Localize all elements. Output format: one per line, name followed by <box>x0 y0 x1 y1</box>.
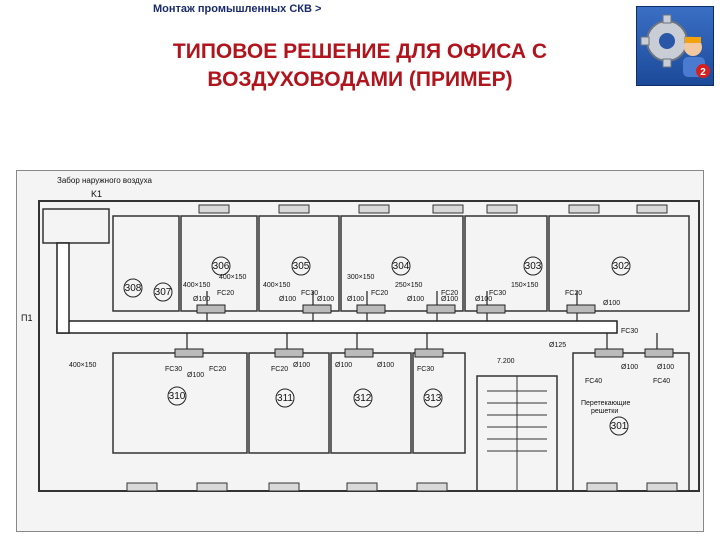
unit-u6: FC20 <box>565 290 582 297</box>
room-303 <box>464 215 548 312</box>
diameter-b1: Ø100 <box>187 372 204 379</box>
unit-u3: FC20 <box>371 290 388 297</box>
room-label-313: 313 <box>425 393 442 404</box>
unit-u8: FC20 <box>209 366 226 373</box>
unit-u5: FC30 <box>489 290 506 297</box>
duct-size-6: 150×150 <box>511 282 539 289</box>
duct-size-3: 400×150 <box>263 282 291 289</box>
duct-size-4: 300×150 <box>347 274 375 281</box>
room-label-307: 307 <box>155 287 172 298</box>
diameter-a8: Ø100 <box>603 300 620 307</box>
diameter-a5: Ø100 <box>407 296 424 303</box>
diameter-a3: Ø100 <box>317 296 334 303</box>
p1-label: П1 <box>21 313 32 323</box>
diameter-b4: Ø100 <box>377 362 394 369</box>
room-label-310: 310 <box>169 391 186 402</box>
unit-u10: FC30 <box>417 366 434 373</box>
diameter-b5: Ø100 <box>621 364 638 371</box>
diameter-a2: Ø100 <box>279 296 296 303</box>
room-label-308: 308 <box>125 283 142 294</box>
diameter-a1: Ø100 <box>193 296 210 303</box>
unit-u4: FC20 <box>441 290 458 297</box>
room-301 <box>572 352 690 492</box>
room-label-302: 302 <box>613 261 630 272</box>
floor-plan-drawing: Забор наружного воздуха K1 П1 306 305 30… <box>21 176 700 492</box>
unit-u12: FC40 <box>653 378 670 385</box>
outdoor-air-label: Забор наружного воздуха <box>57 176 153 185</box>
riser-duct <box>56 242 70 334</box>
unit-u1: FC20 <box>217 290 234 297</box>
diameter-a4: Ø100 <box>347 296 364 303</box>
title-line-2: ВОЗДУХОВОДАМИ (ПРИМЕР) <box>207 68 513 91</box>
overflow-grille-label-2: решетки <box>591 408 618 415</box>
room-304 <box>340 215 464 312</box>
room-302 <box>548 215 690 312</box>
duct-size-5: 250×150 <box>395 282 423 289</box>
intake-chamber <box>42 208 110 244</box>
logo: 2 <box>636 6 714 86</box>
diameter-b3: Ø100 <box>335 362 352 369</box>
unit-u9: FC20 <box>271 366 288 373</box>
badge-number: 2 <box>700 67 706 78</box>
k1-label: K1 <box>91 189 102 199</box>
duct-size-7: 400×150 <box>69 362 97 369</box>
diameter-c1: Ø125 <box>549 342 566 349</box>
diameter-b6: Ø100 <box>657 364 674 371</box>
room-305 <box>258 215 340 312</box>
room-label-305: 305 <box>293 261 310 272</box>
room-label-311: 311 <box>277 393 293 404</box>
diameter-a6: Ø100 <box>441 296 458 303</box>
diameter-b2: Ø100 <box>293 362 310 369</box>
floor-plan: Забор наружного воздуха K1 П1 306 305 30… <box>16 170 704 532</box>
duct-size-2: 400×150 <box>219 274 247 281</box>
room-307-308 <box>112 215 180 312</box>
room-label-306: 306 <box>213 261 230 272</box>
main-duct <box>56 320 618 334</box>
unit-u13: FC30 <box>621 328 638 335</box>
overflow-grille-label-1: Перетекающие <box>581 400 631 407</box>
room-label-303: 303 <box>525 261 542 272</box>
title-line-1: ТИПОВОЕ РЕШЕНИЕ ДЛЯ ОФИСА С <box>172 40 548 63</box>
gear-wrench-worker-icon: 2 <box>640 14 710 78</box>
room-label-301: 301 <box>611 421 628 432</box>
diameter-a7: Ø100 <box>475 296 492 303</box>
page-title: ТИПОВОЕ РЕШЕНИЕ ДЛЯ ОФИСА С ВОЗДУХОВОДАМ… <box>120 38 600 94</box>
level-mark: 7.200 <box>497 358 515 365</box>
unit-u2: FC30 <box>301 290 318 297</box>
unit-u11: FC40 <box>585 378 602 385</box>
breadcrumb: Монтаж промышленных СКВ > <box>153 3 322 15</box>
room-label-312: 312 <box>355 393 372 404</box>
room-label-304: 304 <box>393 261 410 272</box>
building-outline <box>38 200 700 492</box>
unit-u7: FC30 <box>165 366 182 373</box>
duct-size-1: 400×150 <box>183 282 211 289</box>
